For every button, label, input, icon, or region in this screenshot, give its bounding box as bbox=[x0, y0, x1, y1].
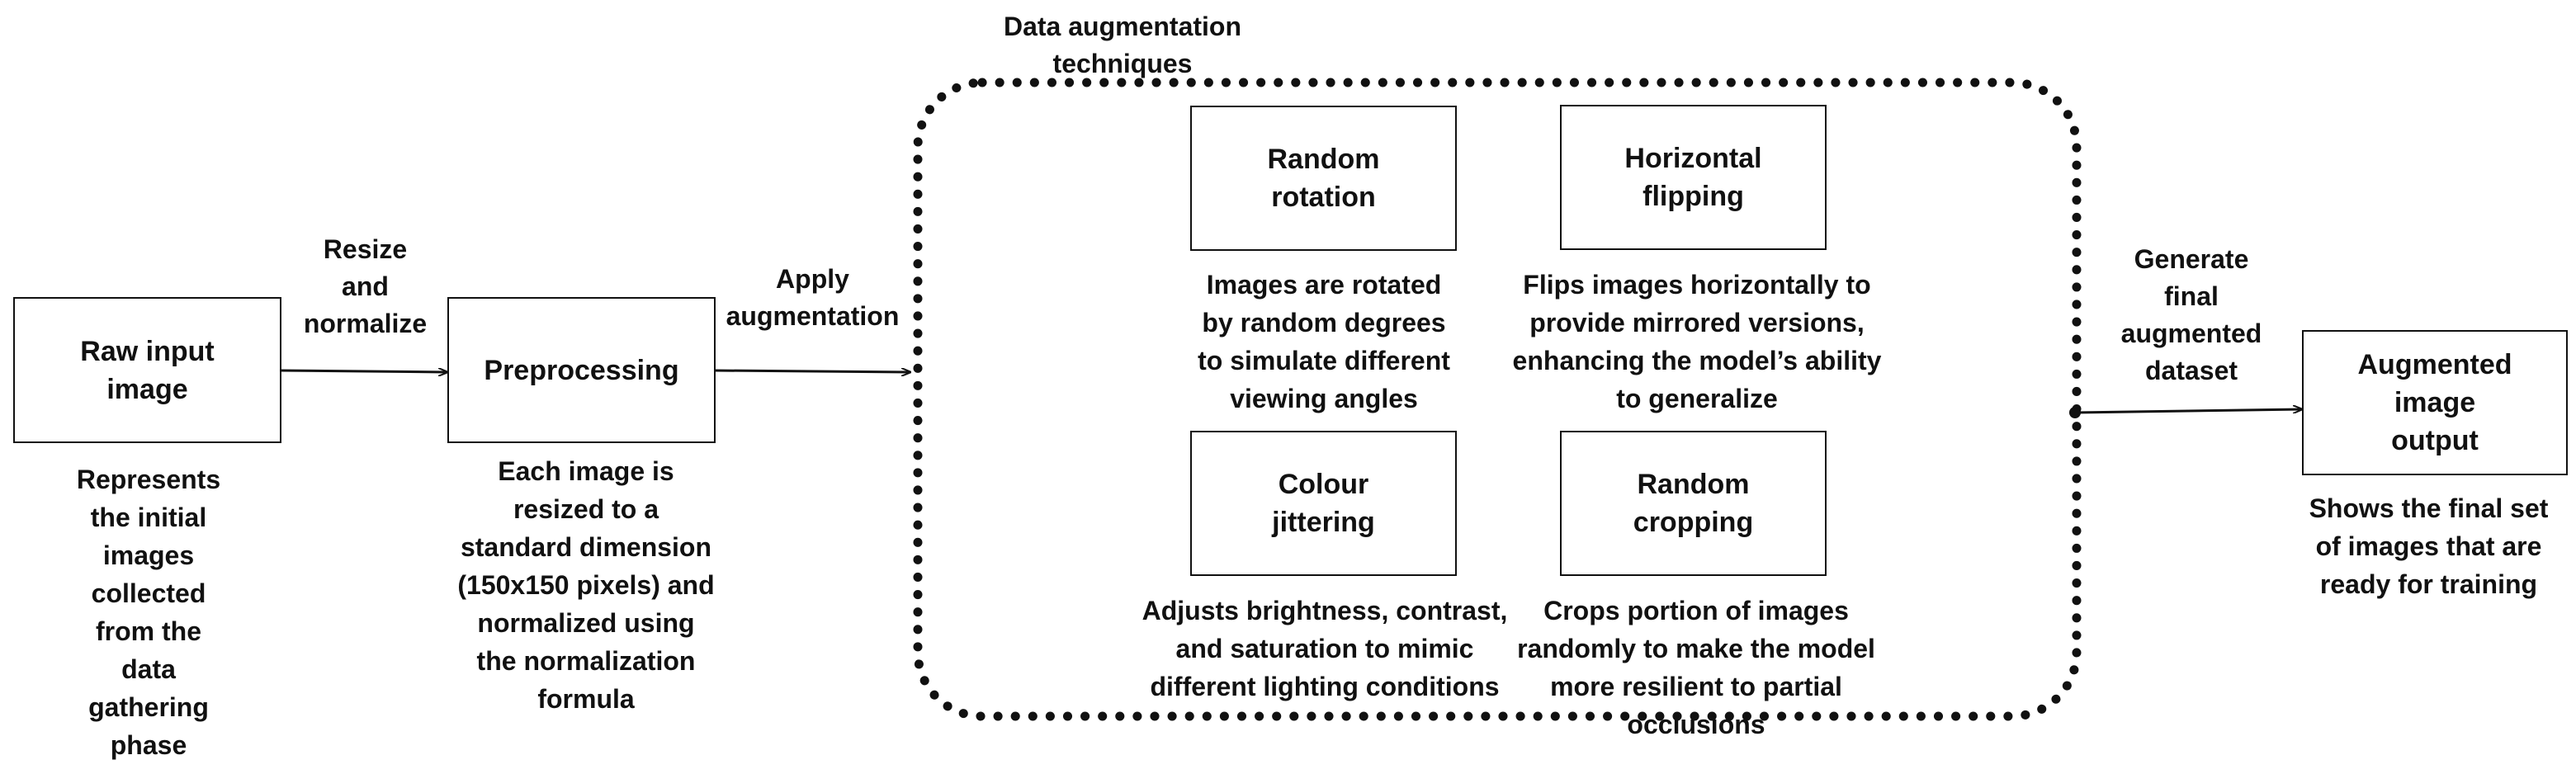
random-cropping-description: Crops portion of images randomly to make… bbox=[1517, 596, 1875, 739]
raw-input-image-description: Represents the initial images collected … bbox=[76, 465, 221, 760]
colour-jittering-description: Adjusts brightness, contrast, and satura… bbox=[1141, 596, 1508, 701]
random-rotation-description: Images are rotated by random degrees to … bbox=[1198, 270, 1450, 413]
augmented-output-label: Augmented image output bbox=[2357, 349, 2512, 456]
random-cropping-label: Random cropping bbox=[1633, 469, 1754, 538]
arrow-preprocessing-to-augmentation bbox=[715, 370, 910, 372]
horizontal-flipping-node: Horizontal flipping bbox=[1560, 105, 1827, 250]
random-rotation-node: Random rotation bbox=[1190, 106, 1457, 251]
preprocessing-node: Preprocessing bbox=[447, 297, 716, 443]
raw-input-image-label: Raw input image bbox=[80, 335, 215, 405]
arrow-augmentation-to-output bbox=[2074, 409, 2302, 414]
augmentation-group-title: Data augmentation techniques bbox=[1003, 12, 1242, 78]
horizontal-flipping-description: Flips images horizontally to provide mir… bbox=[1512, 270, 1882, 413]
augmented-output-description: Shows the final set of images that are r… bbox=[2309, 493, 2549, 599]
augmentation-group-boundary bbox=[913, 78, 2082, 721]
augmented-output-node: Augmented image output bbox=[2302, 330, 2568, 475]
arrow-raw-to-preprocessing bbox=[281, 370, 447, 372]
preprocessing-description: Each image is resized to a standard dime… bbox=[457, 456, 715, 714]
colour-jittering-node: Colour jittering bbox=[1190, 431, 1457, 576]
generate-final-dataset-label: Generate final augmented dataset bbox=[2120, 244, 2262, 385]
resize-normalize-label: Resize and normalize bbox=[303, 234, 428, 338]
colour-jittering-label: Colour jittering bbox=[1272, 469, 1375, 538]
horizontal-flipping-label: Horizontal flipping bbox=[1624, 143, 1762, 212]
raw-input-image-node: Raw input image bbox=[13, 297, 281, 443]
random-rotation-label: Random rotation bbox=[1267, 144, 1380, 213]
arrow-origin-dot bbox=[2069, 407, 2081, 418]
random-cropping-node: Random cropping bbox=[1560, 431, 1827, 576]
preprocessing-label: Preprocessing bbox=[484, 354, 679, 386]
apply-augmentation-label: Apply augmentation bbox=[726, 264, 900, 331]
